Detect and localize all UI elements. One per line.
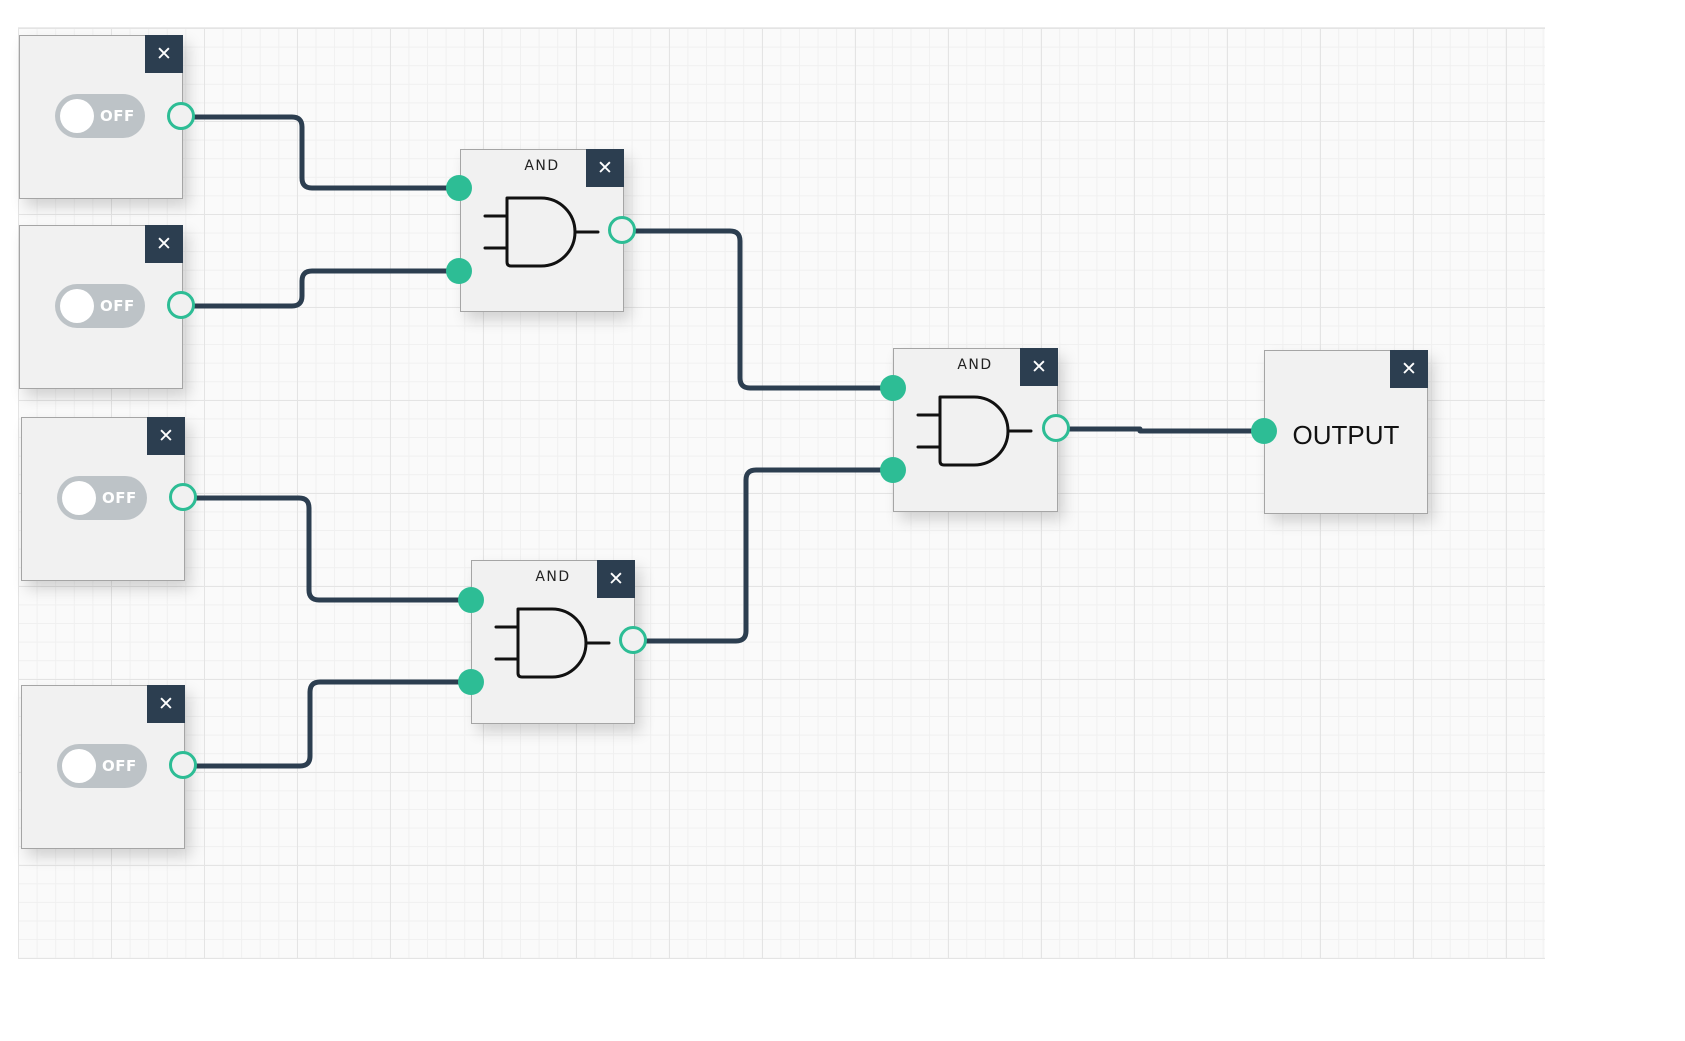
- gate-1-input-port-b[interactable]: [446, 258, 472, 284]
- input-switch-3[interactable]: ✕ OFF: [21, 417, 185, 581]
- close-icon[interactable]: ✕: [597, 560, 635, 598]
- input-switch-2[interactable]: ✕ OFF: [19, 225, 183, 389]
- close-icon[interactable]: ✕: [145, 35, 183, 73]
- gate-2-output-port[interactable]: [619, 626, 647, 654]
- toggle-state-label: OFF: [102, 757, 137, 775]
- and-gate-icon: [494, 607, 611, 679]
- output-input-port[interactable]: [1251, 418, 1277, 444]
- input-2-output-port[interactable]: [167, 291, 195, 319]
- close-icon[interactable]: ✕: [145, 225, 183, 263]
- close-icon[interactable]: ✕: [147, 685, 185, 723]
- and-gate-1[interactable]: AND ✕: [460, 149, 624, 312]
- output-node[interactable]: ✕ OUTPUT: [1264, 350, 1428, 514]
- gate-2-input-port-a[interactable]: [458, 587, 484, 613]
- close-icon[interactable]: ✕: [147, 417, 185, 455]
- gate-3-input-port-a[interactable]: [880, 375, 906, 401]
- and-gate-3[interactable]: AND ✕: [893, 348, 1058, 512]
- output-label: OUTPUT: [1292, 420, 1400, 450]
- toggle-state-label: OFF: [102, 489, 137, 507]
- input-switch-4[interactable]: ✕ OFF: [21, 685, 185, 849]
- input-switch-1[interactable]: ✕ OFF: [19, 35, 183, 199]
- close-icon[interactable]: ✕: [1020, 348, 1058, 386]
- gate-1-output-port[interactable]: [608, 216, 636, 244]
- input-3-output-port[interactable]: [169, 483, 197, 511]
- input-4-output-port[interactable]: [169, 751, 197, 779]
- toggle-state-label: OFF: [100, 107, 135, 125]
- toggle-switch[interactable]: OFF: [57, 476, 147, 520]
- close-icon[interactable]: ✕: [586, 149, 624, 187]
- gate-3-input-port-b[interactable]: [880, 457, 906, 483]
- gate-title: AND: [524, 158, 560, 174]
- toggle-knob: [60, 289, 94, 323]
- and-gate-icon: [483, 196, 600, 268]
- close-icon[interactable]: ✕: [1390, 350, 1428, 388]
- toggle-state-label: OFF: [100, 297, 135, 315]
- toggle-switch[interactable]: OFF: [57, 744, 147, 788]
- input-1-output-port[interactable]: [167, 102, 195, 130]
- and-gate-icon: [916, 395, 1033, 467]
- toggle-switch[interactable]: OFF: [55, 284, 145, 328]
- toggle-knob: [62, 481, 96, 515]
- gate-2-input-port-b[interactable]: [458, 669, 484, 695]
- gate-3-output-port[interactable]: [1042, 414, 1070, 442]
- gate-title: AND: [535, 569, 571, 585]
- gate-1-input-port-a[interactable]: [446, 175, 472, 201]
- toggle-knob: [60, 99, 94, 133]
- toggle-switch[interactable]: OFF: [55, 94, 145, 138]
- and-gate-2[interactable]: AND ✕: [471, 560, 635, 724]
- toggle-knob: [62, 749, 96, 783]
- gate-title: AND: [957, 357, 993, 373]
